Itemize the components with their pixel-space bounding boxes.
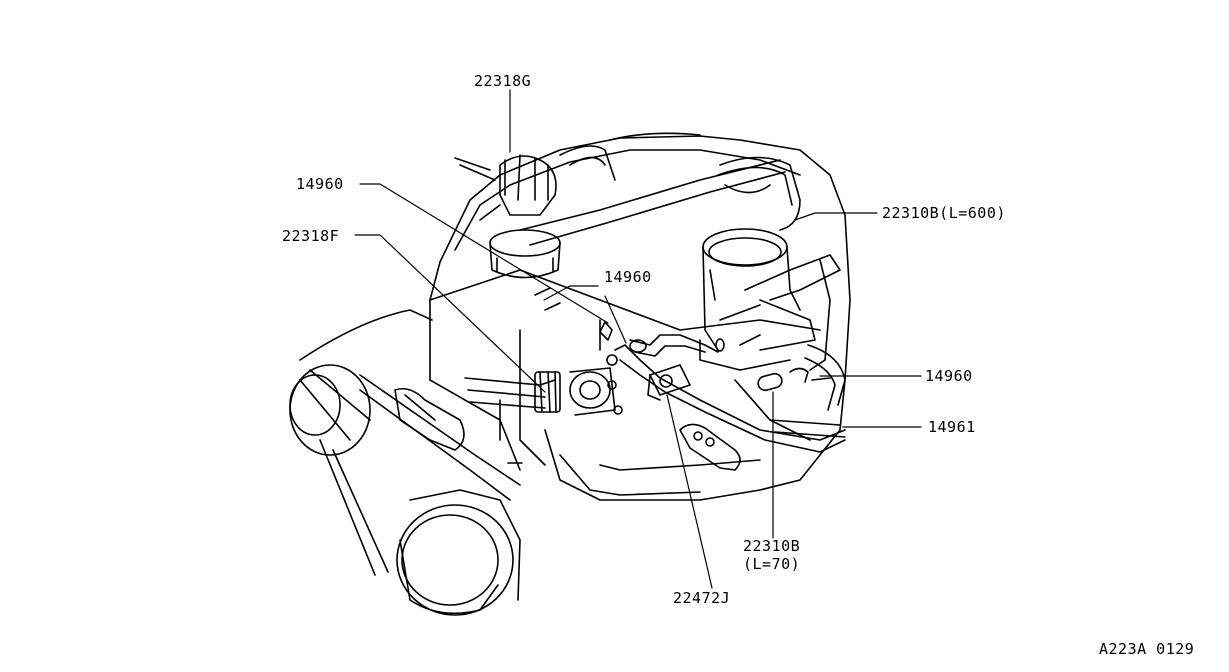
callout-14960-center: 14960: [604, 268, 652, 286]
pulleys: [289, 309, 521, 616]
callout-14960-left: 14960: [296, 175, 344, 193]
callout-14960-right: 14960: [925, 367, 973, 385]
callout-22318g: 22318G: [474, 72, 532, 90]
callout-22310b-70-length: (L=70): [743, 555, 801, 573]
callout-22472j: 22472J: [673, 589, 731, 607]
throttle-body: [702, 228, 841, 351]
vacuum-hoses: [464, 156, 846, 471]
distributor: [454, 132, 701, 221]
callout-14961: 14961: [928, 418, 976, 436]
callout-22318f: 22318F: [282, 227, 340, 245]
figure-reference: A223A 0129: [1099, 640, 1195, 658]
filler-cap: [489, 229, 561, 279]
callout-22310b-600: 22310B(L=600): [882, 204, 1006, 222]
callout-22310b-70: 22310B: [743, 537, 801, 555]
leader-lines: [354, 89, 922, 589]
